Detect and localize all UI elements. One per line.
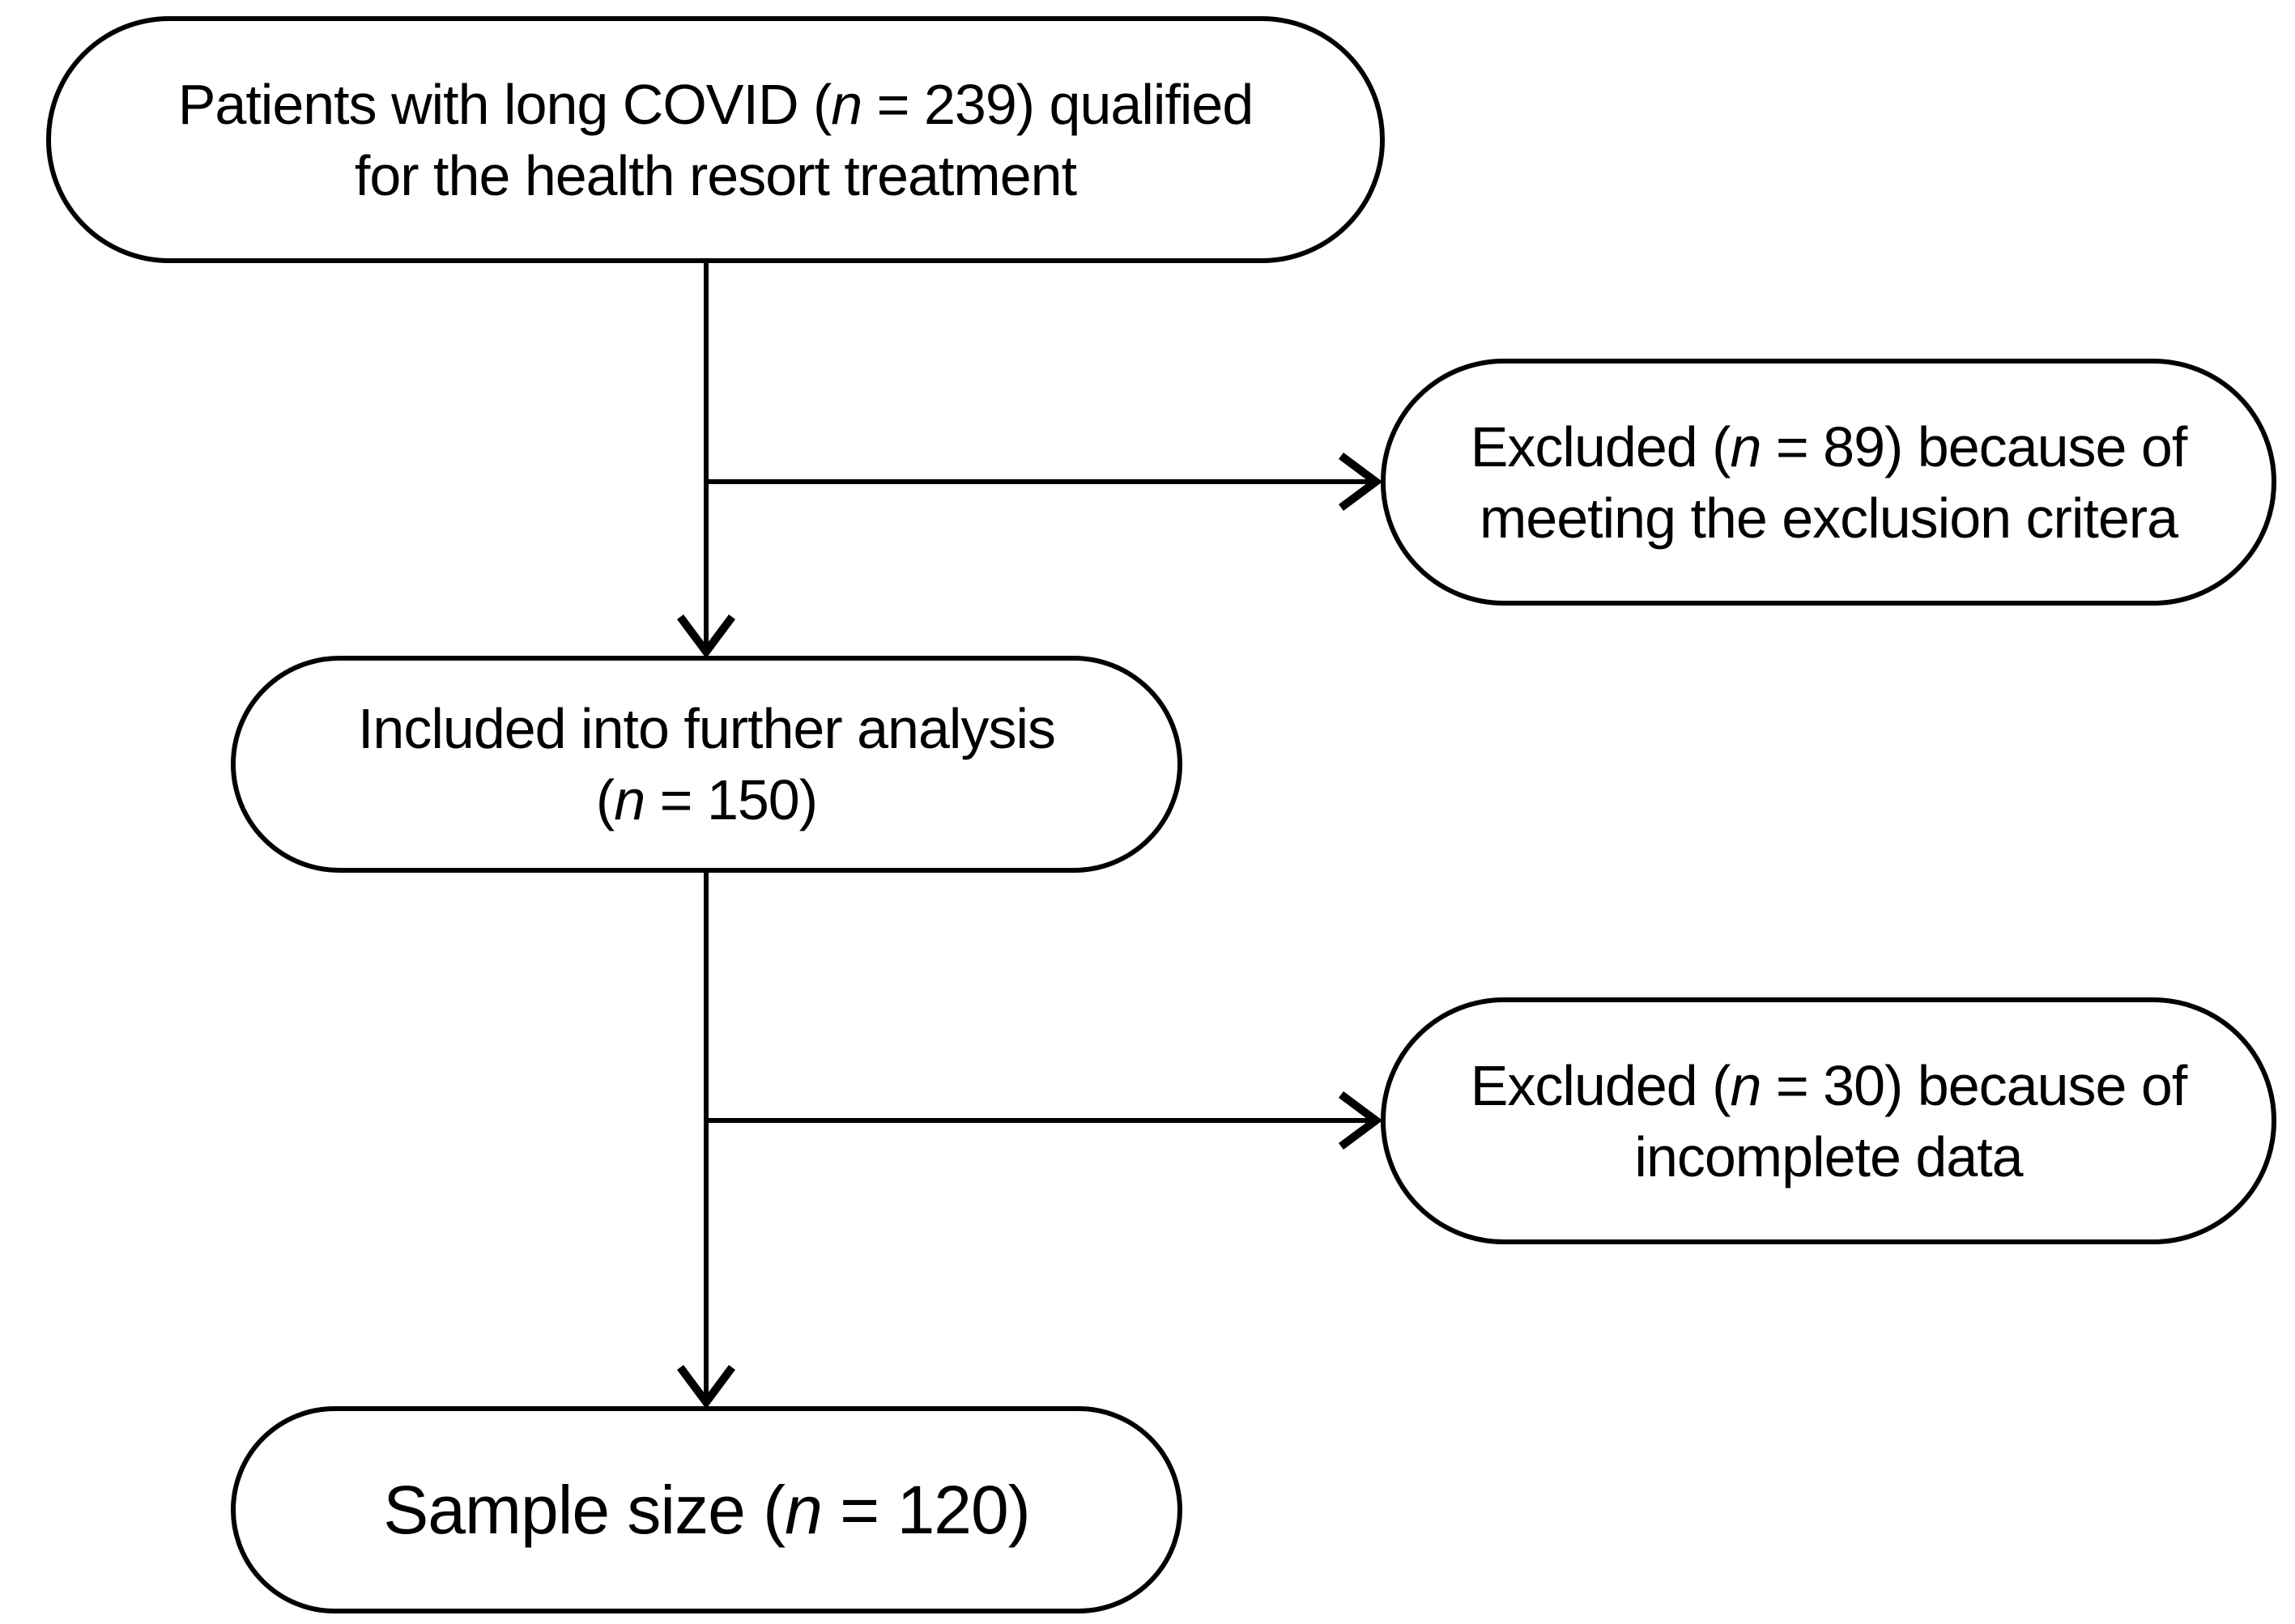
node-label-line: Sample size (n = 120): [383, 1469, 1031, 1550]
label-segment: Excluded (: [1470, 1053, 1731, 1117]
node-excluded-incomplete-data: Excluded (n = 30) because of incomplete …: [1381, 997, 2276, 1244]
node-label-line: for the health resort treatment: [354, 143, 1077, 207]
node-label-line: (n = 150): [595, 764, 818, 835]
node-patients-qualified: Patients with long COVID (n = 239) quali…: [46, 16, 1385, 263]
n-variable: n: [785, 1472, 823, 1548]
arrow-down-icon: [676, 614, 736, 659]
node-included-analysis: Included into further analysis (n = 150): [231, 656, 1182, 873]
label-segment: Sample size (: [383, 1472, 786, 1548]
node-label-line: Included into further analysis: [357, 697, 1056, 760]
n-variable: n: [614, 768, 645, 831]
node-label-line: incomplete data: [1634, 1124, 2023, 1188]
label-segment: Excluded (: [1470, 415, 1731, 478]
node-label-line: Patients with long COVID (n = 239) quali…: [178, 69, 1254, 140]
arrow-right-icon: [1339, 1090, 1383, 1150]
label-segment: = 89) because of: [1761, 415, 2187, 478]
label-segment: (: [595, 768, 615, 831]
label-segment: = 120): [821, 1472, 1031, 1548]
label-segment: = 30) because of: [1761, 1053, 2187, 1117]
node-label-line: meeting the exclusion critera: [1480, 486, 2178, 550]
label-segment: = 239) qualified: [862, 72, 1254, 136]
arrow-down-icon: [676, 1365, 736, 1409]
node-label-line: Excluded (n = 30) because of: [1470, 1050, 2188, 1121]
node-label-line: Excluded (n = 89) because of: [1470, 411, 2188, 483]
label-segment: = 150): [645, 768, 818, 831]
n-variable: n: [831, 72, 862, 136]
label-segment: Patients with long COVID (: [177, 72, 832, 136]
node-excluded-exclusion-criteria: Excluded (n = 89) because of meeting the…: [1381, 359, 2276, 606]
n-variable: n: [1730, 415, 1761, 478]
n-variable: n: [1730, 1053, 1761, 1117]
arrow-right-icon: [1339, 452, 1383, 512]
node-sample-size: Sample size (n = 120): [231, 1406, 1182, 1613]
